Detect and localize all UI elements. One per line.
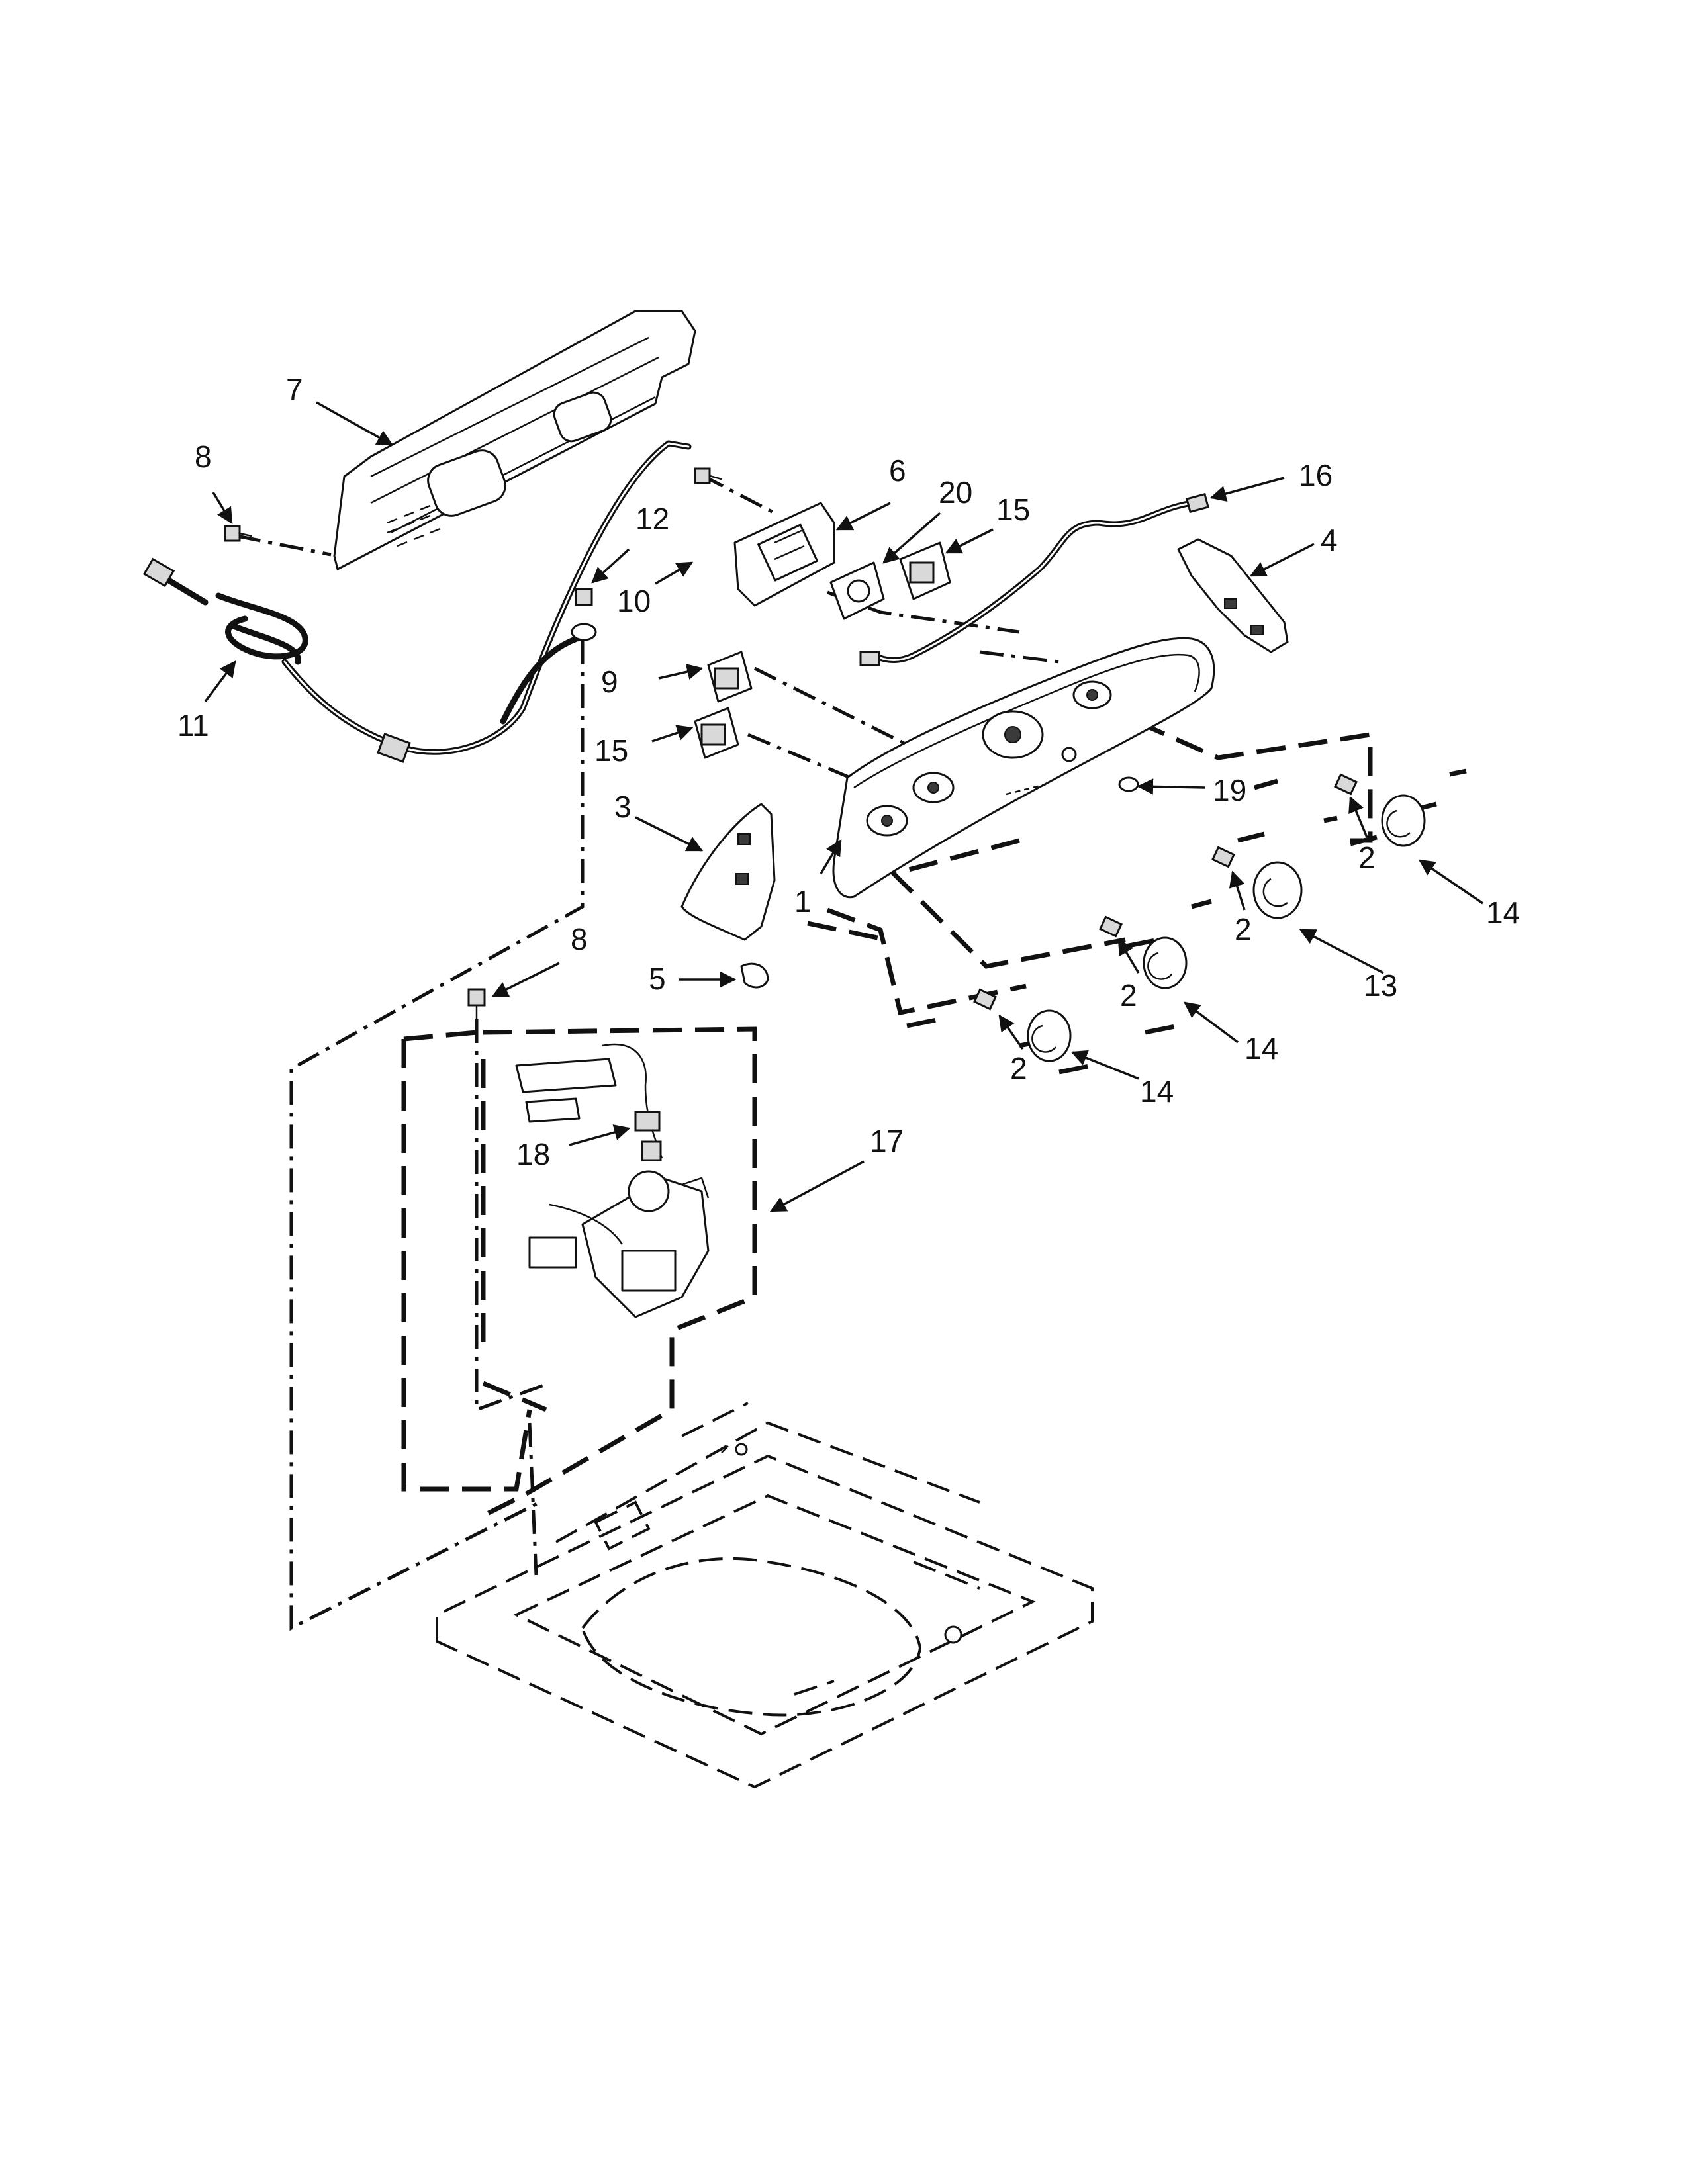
top-cover xyxy=(436,1402,1094,1789)
end-cap-right xyxy=(1177,538,1289,653)
callout-14-b: 14 xyxy=(1244,1031,1278,1066)
callout-14-a: 14 xyxy=(1486,895,1520,930)
assembly-lines xyxy=(236,473,1060,1631)
callout-18: 18 xyxy=(516,1137,550,1171)
power-cord xyxy=(142,440,692,763)
callout-labels: 7 8 12 10 11 6 20 15 16 4 9 15 3 1 19 2 … xyxy=(177,372,1520,1171)
callout-13: 13 xyxy=(1364,968,1397,1003)
callout-14-c: 14 xyxy=(1140,1074,1174,1109)
switch-15-top xyxy=(899,541,951,600)
knob-14-a xyxy=(1381,794,1426,847)
control-console xyxy=(832,637,1215,899)
callout-9: 9 xyxy=(601,664,618,699)
end-cap-left xyxy=(680,803,776,941)
console-rear-panel xyxy=(333,310,696,570)
screws xyxy=(224,467,722,1023)
callout-2-d: 2 xyxy=(1010,1051,1027,1085)
callout-6: 6 xyxy=(889,453,906,488)
switch-15-bottom xyxy=(694,707,739,759)
knob-14-c xyxy=(1027,1009,1072,1062)
callout-8-lower: 8 xyxy=(571,922,588,956)
callout-11: 11 xyxy=(177,708,209,743)
screw-8-lower xyxy=(467,988,486,1023)
clip-5 xyxy=(740,962,769,989)
switch-20 xyxy=(829,561,885,620)
callout-1: 1 xyxy=(794,884,812,919)
screw-8-top xyxy=(224,525,252,542)
screw-12 xyxy=(571,588,597,641)
insert-2-b xyxy=(1211,846,1236,868)
callout-15-top: 15 xyxy=(996,492,1030,527)
callout-20: 20 xyxy=(939,475,972,510)
callout-2-b: 2 xyxy=(1235,912,1252,946)
callout-12: 12 xyxy=(635,502,669,536)
callout-10: 10 xyxy=(617,584,651,618)
callout-19: 19 xyxy=(1213,773,1246,807)
knob-14-b xyxy=(1143,936,1188,989)
water-valve-17 xyxy=(528,1170,710,1318)
callout-8-top: 8 xyxy=(195,439,212,474)
callout-16: 16 xyxy=(1299,458,1333,492)
button-19 xyxy=(1118,776,1139,792)
insert-2-c xyxy=(1098,915,1123,938)
insert-2-d xyxy=(972,988,998,1011)
callout-7: 7 xyxy=(286,372,303,406)
callout-4: 4 xyxy=(1321,523,1338,557)
callout-3: 3 xyxy=(614,790,632,824)
callout-5: 5 xyxy=(649,962,666,996)
control-components xyxy=(733,492,1209,666)
sensor-harness-18 xyxy=(515,1043,663,1161)
control-board xyxy=(733,502,835,607)
knob-13 xyxy=(1252,861,1303,919)
callout-17: 17 xyxy=(870,1124,904,1158)
insert-2-a xyxy=(1333,773,1358,796)
callout-2-c: 2 xyxy=(1120,978,1137,1013)
switch-9 xyxy=(707,651,753,703)
dashed-brackets xyxy=(401,702,1467,1518)
leader-lines xyxy=(204,401,1483,1212)
knobs xyxy=(972,773,1426,1062)
callout-15-bottom: 15 xyxy=(594,733,628,768)
screw-10 xyxy=(694,467,722,484)
callout-2-a: 2 xyxy=(1358,841,1376,875)
